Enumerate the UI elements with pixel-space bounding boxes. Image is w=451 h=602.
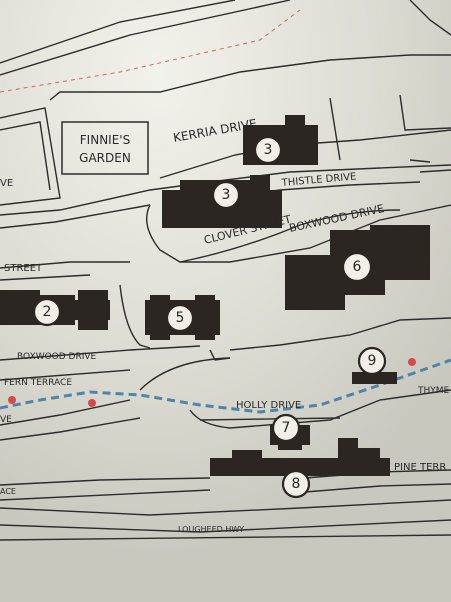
garden-label-line2: GARDEN (79, 151, 131, 165)
street-label-pine: PINE TERR (394, 462, 446, 473)
street-label-fern: FERN TERRACE (4, 378, 72, 388)
marker-7-number: 7 (282, 420, 291, 436)
marker-5[interactable]: 5 (165, 303, 195, 333)
marker-4[interactable]: 3 (253, 135, 283, 165)
marker-2[interactable]: 2 (32, 297, 62, 327)
street-label-boxwood-bottom: BOXWOOD DRIVE (17, 352, 97, 362)
map-dots (8, 358, 416, 407)
street-label-street-left: STREET (4, 263, 43, 274)
building-9 (352, 372, 397, 384)
trail-path (0, 358, 451, 414)
marker-3-number: 3 (222, 187, 231, 203)
marker-9-number: 9 (368, 353, 377, 369)
marker-6[interactable]: 6 (341, 251, 373, 283)
street-label-thyme: THYME (417, 386, 450, 396)
street-label-lougheed: LOUGHEED HWY (178, 525, 244, 534)
boundary-line (0, 9, 301, 93)
marker-2-number: 2 (43, 304, 52, 320)
street-label-holly: HOLLY DRIVE (236, 400, 301, 411)
marker-8-number: 8 (292, 476, 301, 492)
finnies-garden-box (61, 121, 149, 175)
building-6 (285, 225, 430, 310)
garden-label-line1: FINNIE'S (80, 133, 130, 147)
marker-6-number: 6 (353, 259, 362, 275)
building-2 (0, 290, 110, 330)
marker-9[interactable]: 9 (357, 346, 387, 376)
marker-8[interactable]: 8 (281, 469, 311, 499)
marker-3[interactable]: 3 (211, 180, 241, 210)
marker-4-number: 3 (264, 142, 273, 158)
marker-7[interactable]: 7 (271, 413, 301, 443)
street-label-edge-ace: ACE (0, 487, 16, 496)
street-label-edge-ve-top: VE (0, 178, 13, 189)
marker-5-number: 5 (176, 310, 185, 326)
building-8 (210, 438, 390, 476)
street-label-edge-ve-mid: VE (0, 415, 12, 425)
